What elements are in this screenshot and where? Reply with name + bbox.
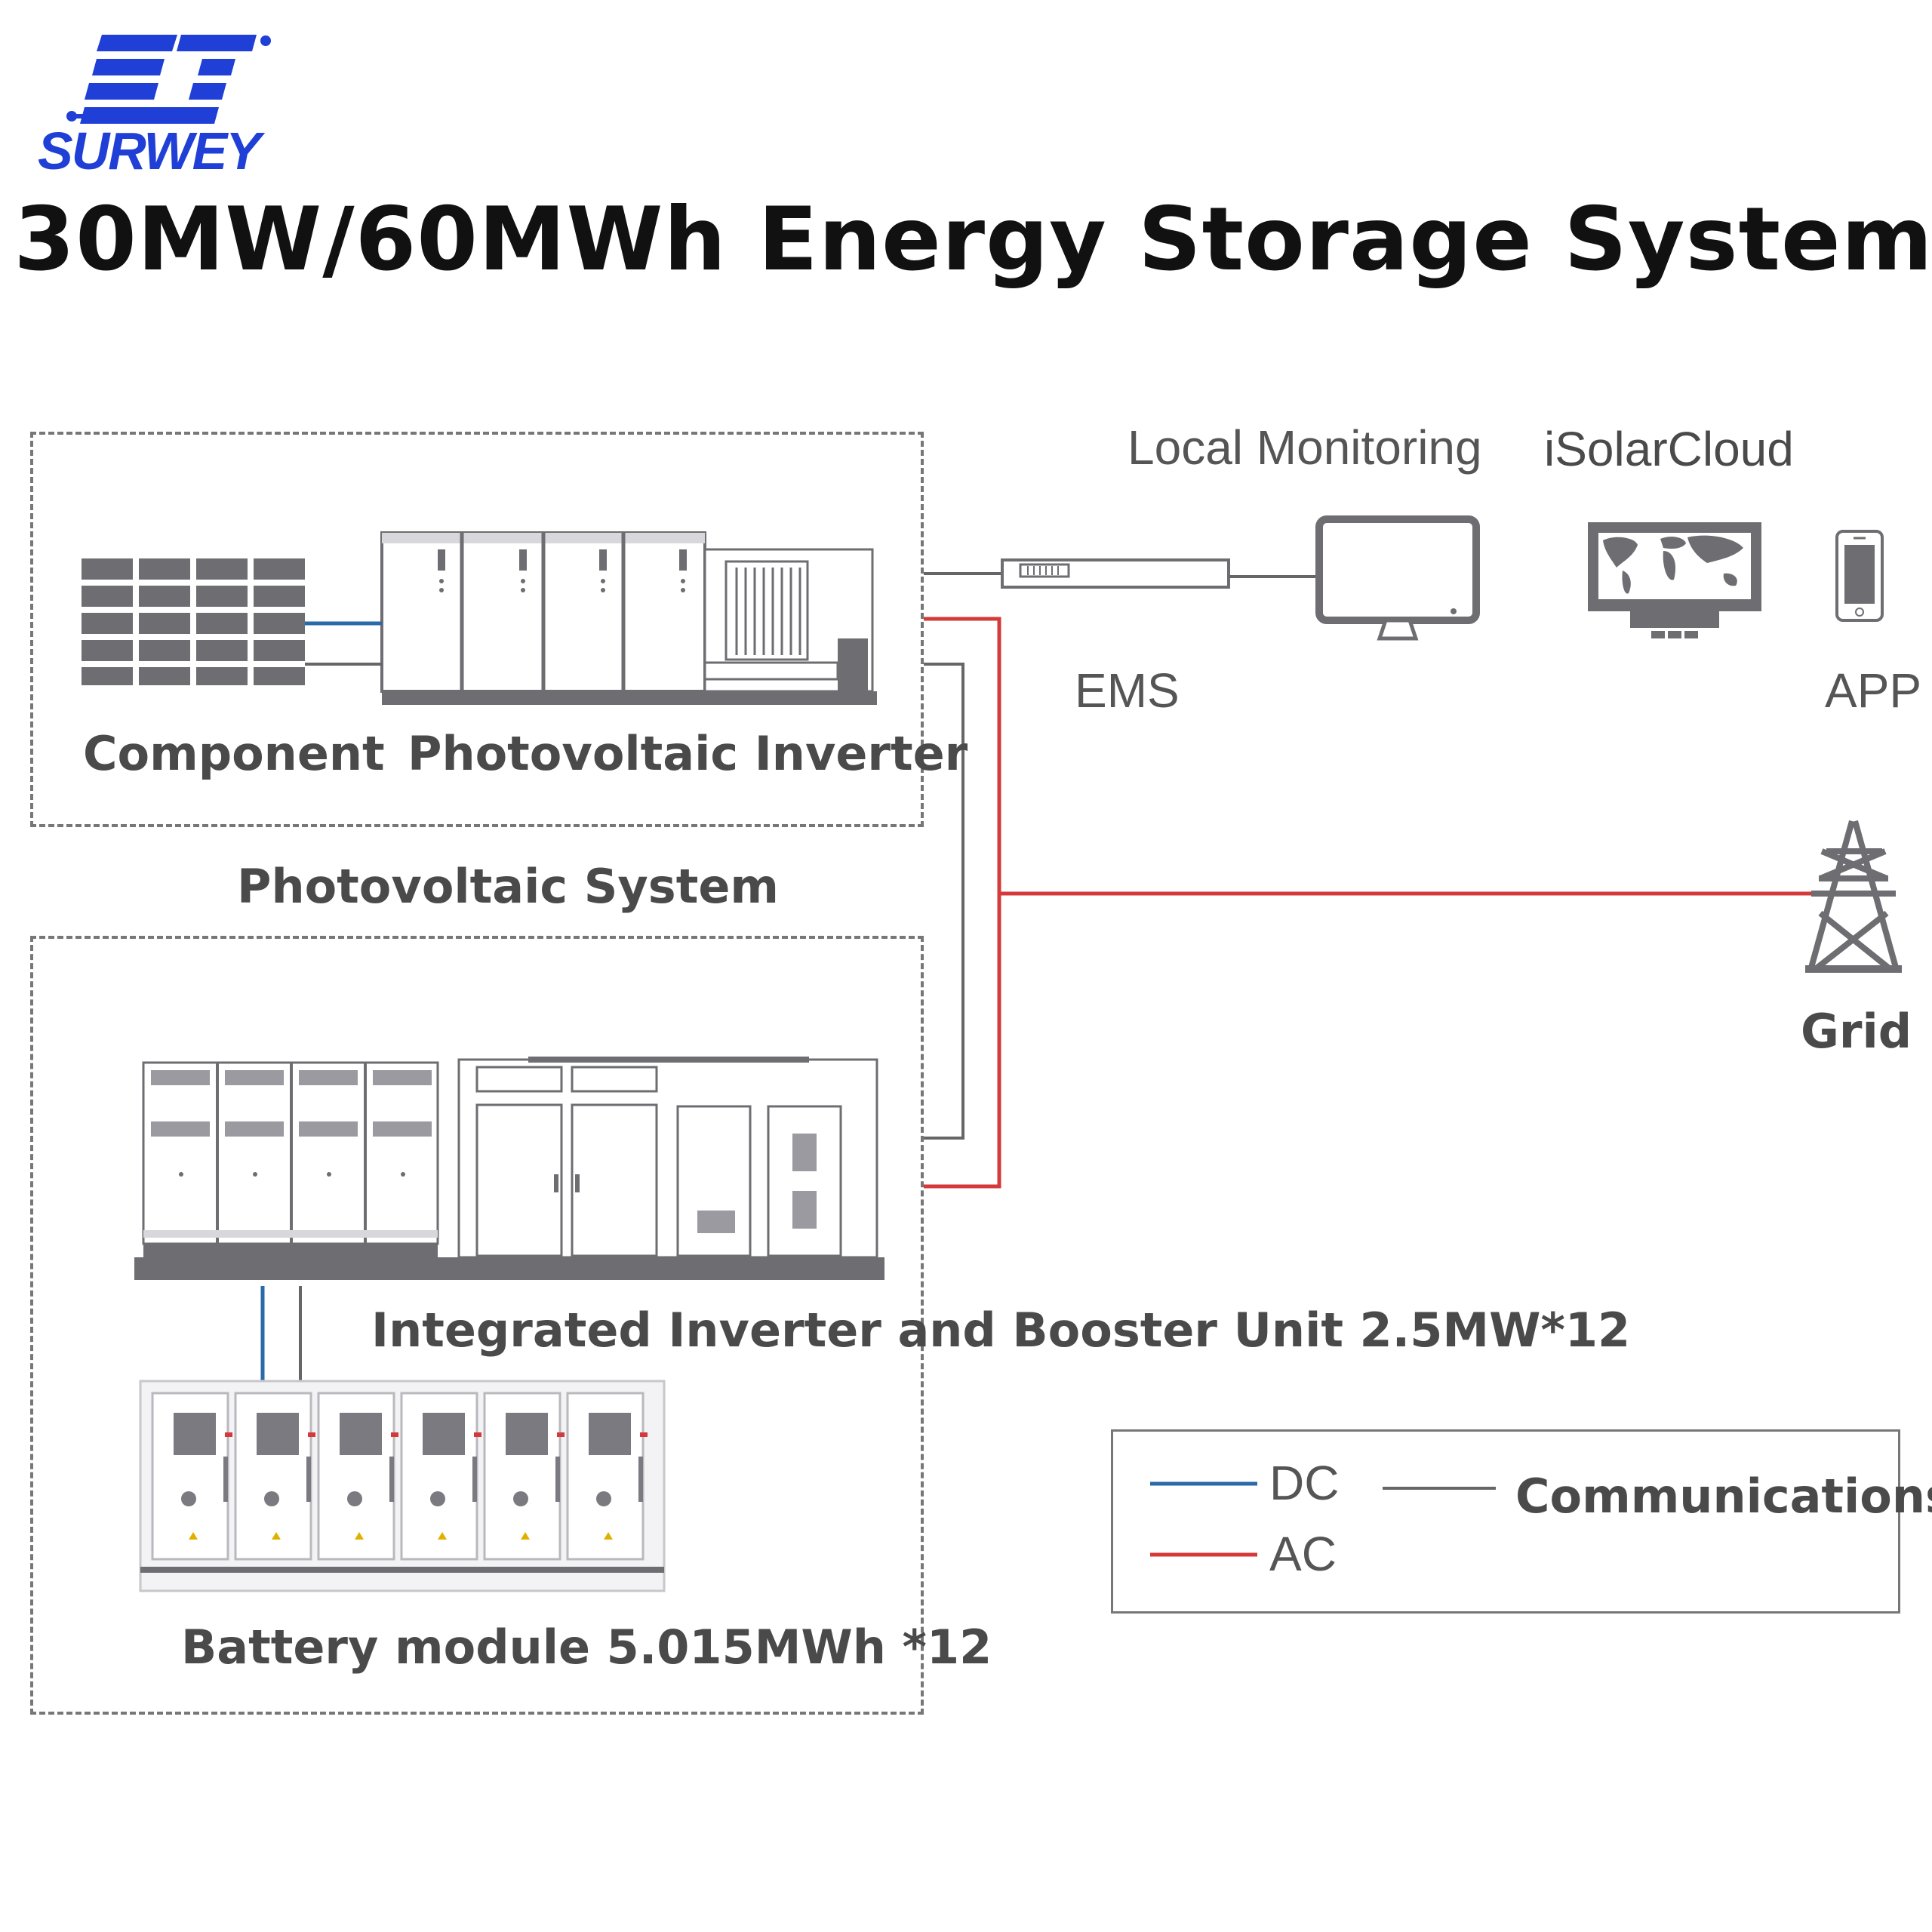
local-monitoring-label: Local Monitoring	[1128, 420, 1482, 475]
isolarcloud-label: iSolarCloud	[1544, 422, 1794, 476]
grid-label: Grid	[1801, 1004, 1912, 1059]
page-title: 30MW/60MWh Energy Storage System	[14, 189, 1932, 291]
brand-logo: SURWEY	[38, 30, 279, 180]
ems-label: EMS	[1075, 663, 1180, 718]
legend-ac-label: AC	[1269, 1527, 1337, 1581]
monitor-icon	[1315, 515, 1480, 641]
inverter-booster-unit-icon	[134, 1057, 884, 1280]
solar-panel-array-icon	[82, 558, 305, 685]
photovoltaic-inverter-label: Photovoltaic Inverter	[408, 726, 968, 781]
world-map-display-icon	[1588, 522, 1761, 638]
ac-line-main	[924, 617, 1001, 1189]
inverter-booster-label: Integrated Inverter and Booster Unit 2.5…	[371, 1303, 1631, 1358]
legend-dc-label: DC	[1269, 1456, 1340, 1510]
photovoltaic-system-group	[30, 432, 924, 827]
brand-logo-mark	[66, 35, 271, 124]
photovoltaic-inverter-icon	[380, 531, 877, 705]
legend	[1111, 1429, 1900, 1614]
battery-module-icon	[139, 1380, 666, 1592]
legend-comm-label: Communications	[1515, 1469, 1932, 1524]
photovoltaic-system-label: Photovoltaic System	[237, 859, 779, 914]
storage-system-group	[30, 936, 924, 1715]
phone-icon	[1835, 530, 1884, 622]
comm-line-storage	[924, 663, 964, 1140]
app-label: APP	[1825, 663, 1922, 718]
battery-module-label: Battery module 5.015MWh *12	[181, 1620, 992, 1675]
component-label: Component	[83, 726, 385, 781]
ems-device-icon	[1001, 558, 1230, 589]
transmission-tower-icon	[1805, 820, 1902, 973]
brand-name: SURWEY	[38, 122, 261, 180]
